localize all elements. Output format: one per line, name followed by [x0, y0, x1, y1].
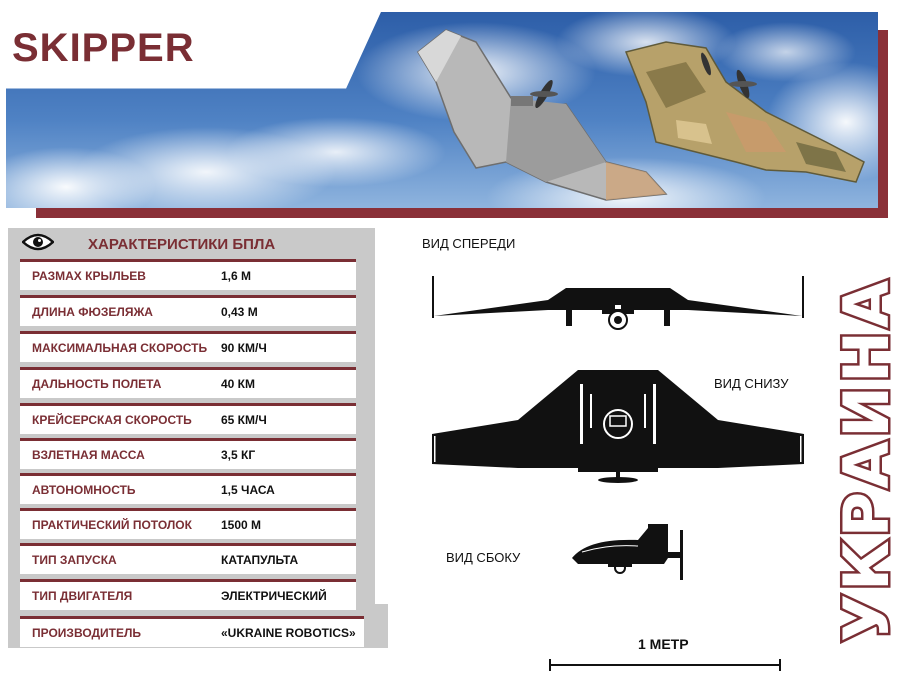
bottom-view-label: ВИД СНИЗУ — [714, 376, 789, 391]
spec-value: 40 КМ — [221, 377, 256, 391]
spec-value: 90 КМ/Ч — [221, 341, 267, 355]
spec-label: ТИП ДВИГАТЕЛЯ — [32, 589, 133, 603]
scale-label: 1 МЕТР — [638, 636, 689, 652]
silver-drone-image — [417, 29, 668, 201]
spec-label: ВЗЛЕТНАЯ МАССА — [32, 448, 145, 462]
bottom-view-drawing — [432, 370, 804, 483]
spec-row-endurance: АВТОНОМНОСТЬ 1,5 ЧАСА — [20, 473, 356, 504]
drone-illustrations — [417, 29, 865, 201]
spec-row-service-ceiling: ПРАКТИЧЕСКИЙ ПОТОЛОК 1500 М — [20, 508, 356, 539]
spec-value: «UKRAINE ROBOTICS» — [221, 626, 356, 640]
front-view-drawing — [432, 276, 804, 330]
spec-label: ТИП ЗАПУСКА — [32, 553, 117, 567]
spec-label: ДАЛЬНОСТЬ ПОЛЕТА — [32, 377, 162, 391]
spec-value: 1,6 М — [221, 269, 252, 283]
spec-value: КАТАПУЛЬТА — [221, 553, 299, 567]
specs-title: ХАРАКТЕРИСТИКИ БПЛА — [88, 236, 276, 253]
spec-label: КРЕЙСЕРСКАЯ СКОРОСТЬ — [32, 413, 192, 427]
spec-row-engine-type: ТИП ДВИГАТЕЛЯ ЭЛЕКТРИЧЕСКИЙ — [20, 579, 356, 610]
spec-label: ПРАКТИЧЕСКИЙ ПОТОЛОК — [32, 518, 192, 532]
spec-label: РАЗМАХ КРЫЛЬЕВ — [32, 269, 146, 283]
spec-value: 0,43 М — [221, 305, 258, 319]
spec-row-takeoff-mass: ВЗЛЕТНАЯ МАССА 3,5 КГ — [20, 438, 356, 469]
spec-row-launch-type: ТИП ЗАПУСКА КАТАПУЛЬТА — [20, 543, 356, 574]
spec-label: АВТОНОМНОСТЬ — [32, 483, 136, 497]
spec-row-range: ДАЛЬНОСТЬ ПОЛЕТА 40 КМ — [20, 367, 356, 398]
spec-value: ЭЛЕКТРИЧЕСКИЙ — [221, 589, 327, 603]
spec-label: ПРОИЗВОДИТЕЛЬ — [32, 626, 142, 640]
eye-icon — [22, 233, 54, 251]
side-view-label: ВИД СБОКУ — [446, 550, 521, 565]
spec-label: ДЛИНА ФЮЗЕЛЯЖА — [32, 305, 153, 319]
spec-value: 1,5 ЧАСА — [221, 483, 275, 497]
spec-label: МАКСИМАЛЬНАЯ СКОРОСТЬ — [32, 341, 208, 355]
spec-value: 1500 М — [221, 518, 262, 532]
camouflage-drone-image — [624, 41, 865, 183]
scale-bar — [549, 659, 781, 671]
country-label-wrapper: УКРАИНА — [827, 226, 900, 692]
spec-value: 65 КМ/Ч — [221, 413, 267, 427]
page-title: SKIPPER — [12, 26, 195, 70]
spec-row-cruise-speed: КРЕЙСЕРСКАЯ СКОРОСТЬ 65 КМ/Ч — [20, 403, 356, 434]
country-label: УКРАИНА — [827, 274, 900, 644]
spec-row-wingspan: РАЗМАХ КРЫЛЬЕВ 1,6 М — [20, 259, 356, 290]
spec-value: 3,5 КГ — [221, 448, 256, 462]
spec-row-fuselage-length: ДЛИНА ФЮЗЕЛЯЖА 0,43 М — [20, 295, 356, 326]
front-view-label: ВИД СПЕРЕДИ — [422, 236, 516, 251]
spec-row-manufacturer: ПРОИЗВОДИТЕЛЬ «UKRAINE ROBOTICS» — [20, 616, 364, 647]
side-view-drawing — [572, 524, 683, 580]
spec-row-max-speed: МАКСИМАЛЬНАЯ СКОРОСТЬ 90 КМ/Ч — [20, 331, 356, 362]
